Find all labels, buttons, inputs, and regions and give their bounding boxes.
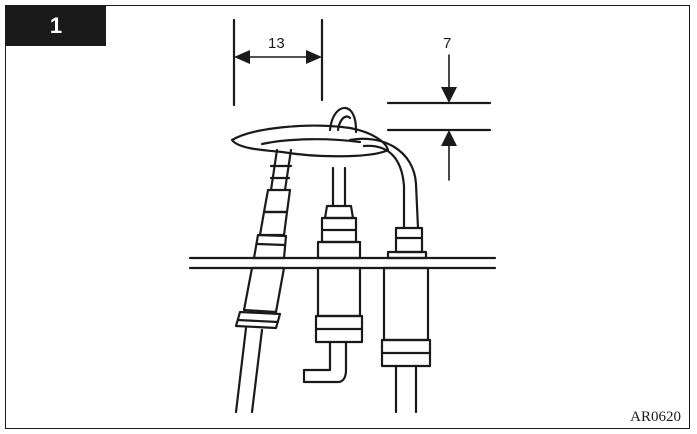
dimension-height: 7 <box>386 35 492 181</box>
dimension-height-label: 7 <box>443 35 451 52</box>
figure-number-badge: 1 <box>6 6 106 46</box>
mounting-bracket <box>188 256 497 270</box>
reference-code: AR0620 <box>630 409 681 425</box>
ignition-electrode <box>234 148 293 414</box>
thermocouple <box>302 166 364 384</box>
dimension-gap-label: 13 <box>268 35 285 52</box>
burner-hood <box>230 106 424 254</box>
dimension-gap: 13 <box>232 18 324 107</box>
pilot-supply-tube <box>380 250 432 414</box>
